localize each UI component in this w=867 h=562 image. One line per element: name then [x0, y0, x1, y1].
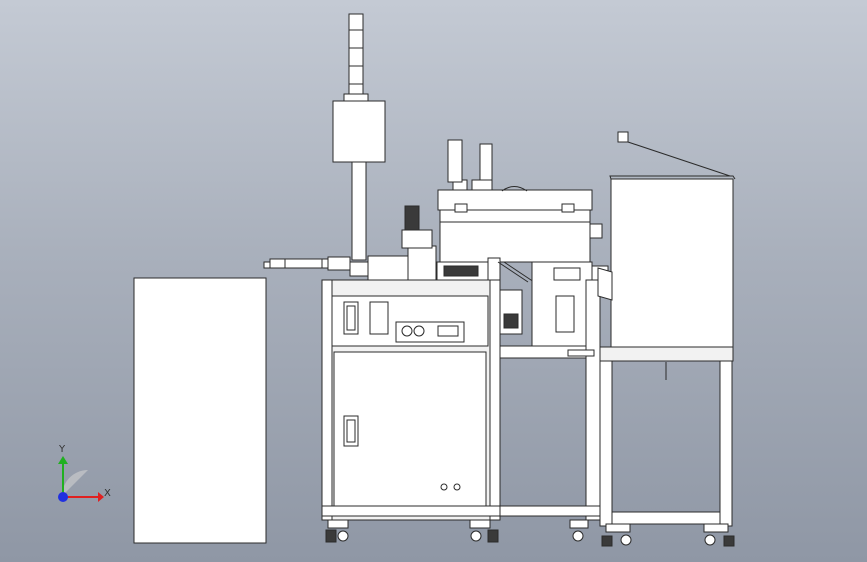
exhaust-duct[interactable] [332, 13, 386, 261]
caster-wheel-icon [469, 519, 499, 543]
y-axis-arrow-icon [58, 456, 68, 464]
x-axis-label: X [104, 488, 111, 499]
caster-wheel-icon [569, 519, 589, 542]
y-axis-label: Y [58, 444, 66, 455]
casters [325, 519, 735, 547]
side-panel[interactable] [133, 277, 267, 544]
right-cabinet[interactable] [597, 131, 736, 527]
x-axis-arrow-icon [98, 492, 104, 502]
process-housing[interactable] [436, 139, 609, 347]
caster-wheel-icon [325, 519, 349, 543]
z-axis-dot-icon [58, 492, 68, 502]
pneumatic-cylinder[interactable] [263, 205, 437, 281]
coordinate-triad: X Y [58, 444, 111, 502]
caster-wheel-icon [703, 523, 735, 547]
main-cabinet[interactable] [321, 279, 501, 521]
caster-wheel-icon [601, 523, 632, 547]
